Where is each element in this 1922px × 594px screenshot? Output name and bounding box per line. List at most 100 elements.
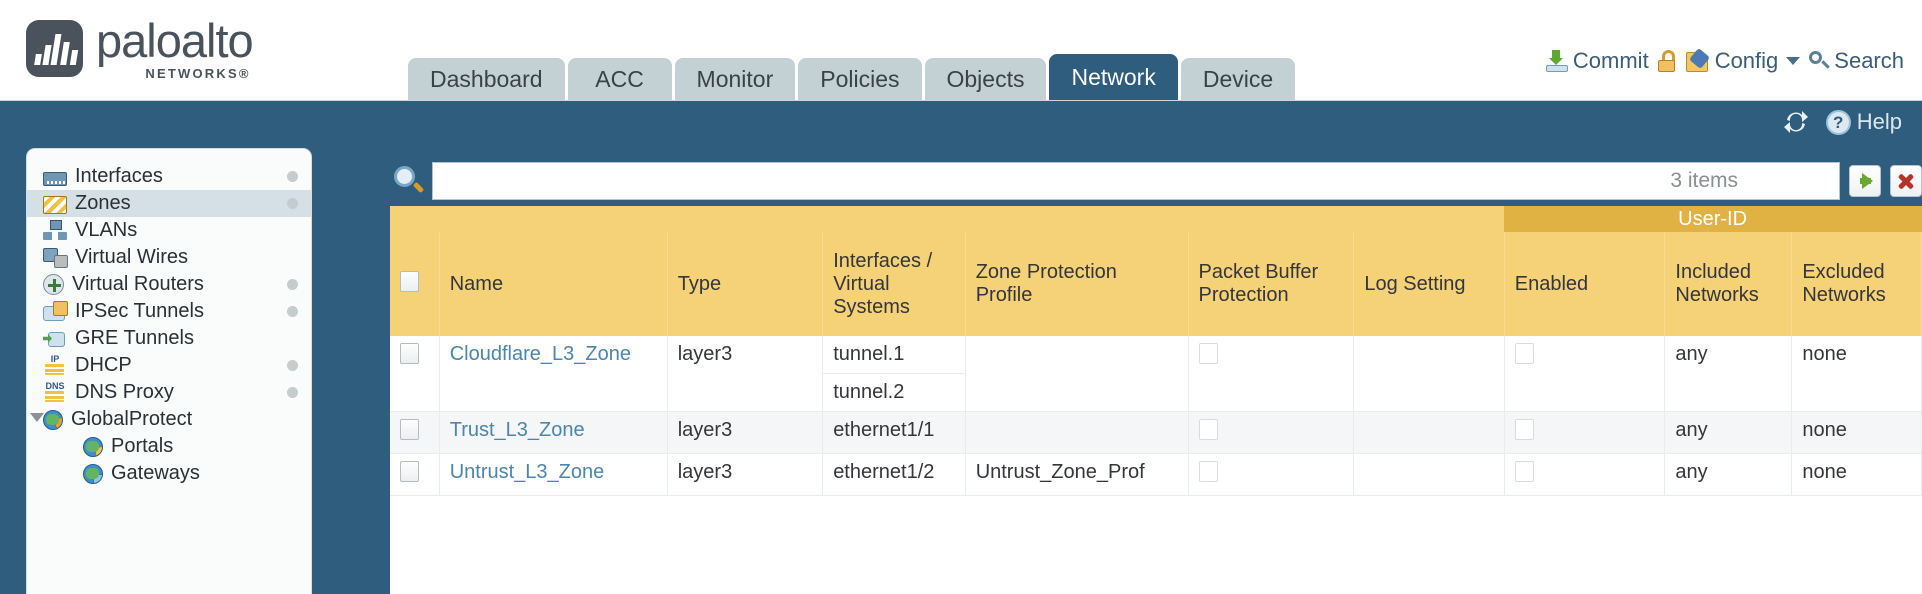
expander-triangle-icon[interactable]	[30, 413, 44, 422]
header-actions: Commit Config Search	[1545, 47, 1904, 74]
sidebar-item-portals[interactable]: Portals	[27, 433, 311, 460]
search-input[interactable]	[432, 162, 1840, 200]
vlans-icon	[43, 220, 67, 241]
clear-filter-button[interactable]	[1890, 165, 1922, 197]
column-header-included-networks[interactable]: Included Networks	[1664, 232, 1793, 336]
column-header-type[interactable]: Type	[667, 232, 824, 336]
zone-protection-profile-cell	[965, 411, 1189, 454]
zone-type-cell: layer3	[667, 411, 824, 454]
apply-filter-button[interactable]	[1849, 165, 1881, 197]
row-select-checkbox[interactable]	[400, 419, 419, 440]
userid-enabled-checkbox[interactable]	[1514, 419, 1534, 440]
select-all-header	[390, 232, 440, 336]
userid-enabled-cell	[1504, 453, 1666, 496]
paloalto-logo: paloalto NETWORKS®	[26, 14, 254, 80]
userid-enabled-checkbox[interactable]	[1514, 461, 1534, 482]
interface-entry: tunnel.2	[833, 381, 905, 403]
sidebar-item-interfaces[interactable]: Interfaces	[27, 163, 311, 190]
brand-name: paloalto	[96, 14, 254, 67]
sidebar-item-vlans[interactable]: VLANs	[27, 217, 311, 244]
userid-enabled-checkbox[interactable]	[1514, 343, 1534, 364]
search-toolbar: 3 items	[390, 160, 1922, 202]
log-setting-cell	[1353, 411, 1505, 454]
interface-entry: ethernet1/2	[833, 461, 935, 483]
nav-tab-objects[interactable]: Objects	[924, 58, 1047, 100]
column-header-interfaces-virtual-systems[interactable]: Interfaces / Virtual Systems	[822, 232, 966, 336]
zone-name-link[interactable]: Cloudflare_L3_Zone	[449, 343, 631, 365]
padlock-unlocked-icon	[1657, 50, 1677, 72]
userid-enabled-cell	[1504, 336, 1666, 412]
row-select-cell	[390, 411, 440, 454]
packet-buffer-protection-checkbox[interactable]	[1198, 419, 1218, 440]
search-button[interactable]: Search	[1809, 48, 1904, 74]
sidebar-item-label: Virtual Routers	[72, 273, 204, 295]
zone-type-cell: layer3	[667, 336, 824, 412]
sidebar-status-dot	[287, 360, 298, 371]
packet-buffer-protection-checkbox[interactable]	[1198, 461, 1218, 482]
userid-enabled-cell	[1504, 411, 1666, 454]
gateways-icon	[83, 463, 103, 484]
sidebar-item-virtual-routers[interactable]: Virtual Routers	[27, 271, 311, 298]
zones-icon	[43, 195, 67, 214]
nav-tab-network[interactable]: Network	[1049, 54, 1178, 100]
config-lock-button[interactable]	[1657, 50, 1677, 72]
column-header-name[interactable]: Name	[439, 232, 668, 336]
column-header-zone-protection-profile[interactable]: Zone Protection Profile	[965, 232, 1189, 336]
packet-buffer-protection-checkbox[interactable]	[1198, 343, 1218, 364]
column-header-packet-buffer-protection[interactable]: Packet Buffer Protection	[1188, 232, 1355, 336]
commit-button[interactable]: Commit	[1545, 48, 1649, 74]
help-link[interactable]: ? Help	[1825, 109, 1902, 135]
commit-icon	[1545, 50, 1568, 72]
search-icon[interactable]	[394, 166, 425, 196]
packet-buffer-protection-cell	[1188, 411, 1355, 454]
dns-proxy-icon: DNS	[43, 382, 67, 403]
sidebar-item-label: Portals	[111, 435, 174, 457]
sidebar-item-gre-tunnels[interactable]: GRE Tunnels	[27, 325, 311, 352]
group-header-spacer	[390, 206, 1505, 232]
sidebar-status-dot	[287, 306, 298, 317]
sidebar-item-zones[interactable]: Zones	[27, 190, 311, 217]
nav-tab-dashboard[interactable]: Dashboard	[408, 58, 565, 100]
sidebar-item-virtual-wires[interactable]: Virtual Wires	[27, 244, 311, 271]
paloalto-logo-mark-icon	[26, 20, 83, 77]
config-menu[interactable]: Config	[1685, 47, 1801, 74]
nav-tab-device[interactable]: Device	[1180, 58, 1296, 100]
sidebar-item-gateways[interactable]: Gateways	[27, 460, 311, 487]
sidebar-status-dot	[287, 171, 298, 182]
sidebar-item-label: Interfaces	[75, 165, 163, 187]
zone-name-link[interactable]: Untrust_L3_Zone	[449, 461, 605, 483]
nav-tab-monitor[interactable]: Monitor	[674, 58, 796, 100]
portals-icon	[83, 436, 103, 457]
select-all-checkbox[interactable]	[400, 270, 419, 292]
sidebar-item-ipsec-tunnels[interactable]: IPSec Tunnels	[27, 298, 311, 325]
zone-type-cell: layer3	[667, 453, 824, 496]
virtual-wires-icon	[43, 247, 68, 268]
interface-entry: tunnel.1	[823, 336, 965, 374]
red-x-clear-icon	[1897, 172, 1915, 190]
excluded-networks-cell: none	[1791, 336, 1922, 412]
row-select-checkbox[interactable]	[400, 461, 419, 482]
sidebar-item-globalprotect[interactable]: GlobalProtect	[27, 406, 311, 433]
column-header-excluded-networks[interactable]: Excluded Networks	[1791, 232, 1922, 336]
nav-tab-acc[interactable]: ACC	[567, 58, 672, 100]
sidebar-item-label: Gateways	[111, 462, 200, 484]
zone-name-link[interactable]: Trust_L3_Zone	[449, 419, 585, 441]
config-folder-wrench-icon	[1685, 47, 1710, 72]
row-select-checkbox[interactable]	[400, 343, 419, 364]
zones-content-panel: 3 items User-ID	[390, 148, 1922, 594]
refresh-icon[interactable]	[1783, 110, 1809, 134]
packet-buffer-protection-cell	[1188, 453, 1355, 496]
column-header-log-setting[interactable]: Log Setting	[1353, 232, 1505, 336]
column-header-enabled[interactable]: Enabled	[1504, 232, 1666, 336]
nav-tab-policies[interactable]: Policies	[798, 58, 922, 100]
